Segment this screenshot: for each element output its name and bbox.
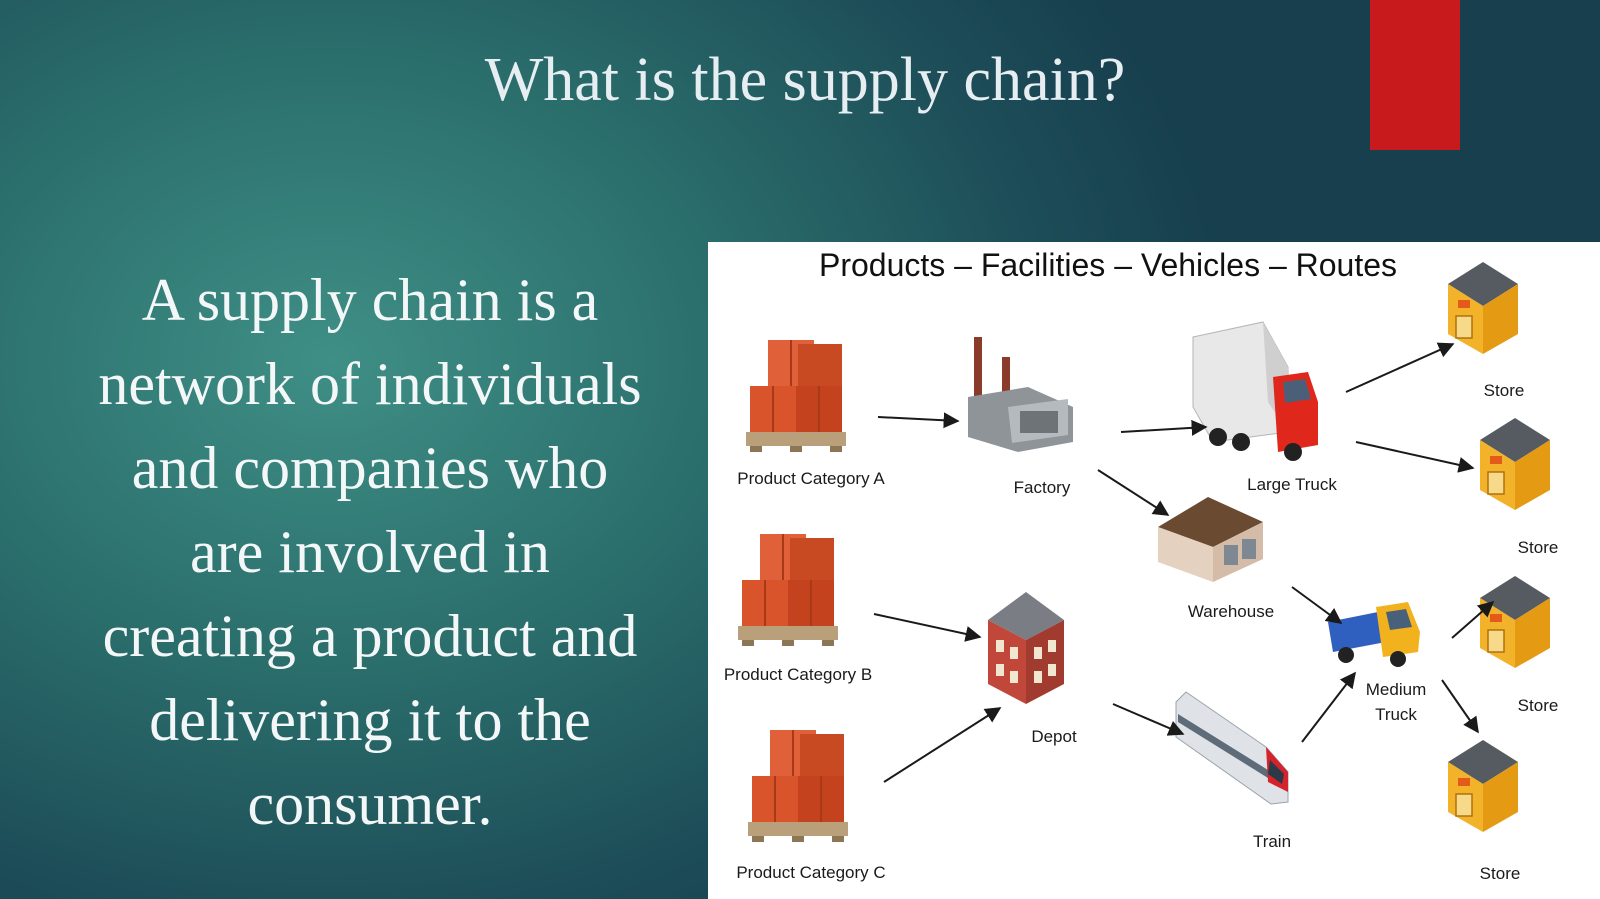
route-arrow [1097,469,1170,516]
node-label-train: Train [1253,832,1291,851]
store-icon [1479,417,1551,511]
slide-title: What is the supply chain? [484,46,1126,114]
route-arrow [873,613,982,642]
train-icon [1175,691,1289,805]
boxes-icon [745,339,847,453]
warehouse-icon [1158,497,1263,582]
route-arrow [883,707,1002,783]
body-line: creating a product and [102,603,638,669]
slide-body: A supply chain is a network of individua… [40,258,700,846]
route-arrow [1355,441,1475,473]
body-line: are involved in [190,519,550,585]
node-label-store: Store [1480,864,1521,883]
node-label-store: Store [1518,538,1559,557]
route-arrows [873,342,1495,783]
node-label-product-c: Product Category C [736,863,885,882]
store-icon [1447,739,1519,833]
node-label-medium-truck: Truck [1375,705,1417,724]
store-icon [1447,261,1519,355]
node-label-medium-truck: Medium [1366,680,1426,699]
node-label-depot: Depot [1031,727,1077,746]
boxes-icon [747,729,849,843]
route-arrow [1345,342,1455,393]
route-arrow [1291,586,1343,624]
node-label-product-b: Product Category B [724,665,872,684]
medium-truck-icon [1328,602,1420,667]
node-label-store: Store [1518,696,1559,715]
node-label-store: Store [1484,381,1525,400]
supply-chain-diagram: Products – Facilities – Vehicles – Route… [708,242,1600,899]
boxes-icon [737,533,839,647]
route-arrow [1451,600,1495,639]
route-arrow [1120,419,1208,436]
diagram-title: Products – Facilities – Vehicles – Route… [819,247,1397,283]
node-label-warehouse: Warehouse [1188,602,1274,621]
factory-icon [968,337,1073,452]
route-arrow [1112,703,1185,736]
body-line: network of individuals [98,351,642,417]
large-truck-icon [1192,321,1318,461]
body-line: delivering it to the [149,687,591,753]
store-icon [1479,575,1551,669]
body-line: consumer. [247,771,493,837]
node-label-factory: Factory [1014,478,1071,497]
body-line: and companies who [131,435,609,501]
route-arrow [1301,671,1356,743]
depot-icon [988,592,1064,704]
node-label-product-a: Product Category A [737,469,885,488]
route-arrow [877,412,960,429]
route-arrow [1441,679,1479,734]
body-line: A supply chain is a [141,267,599,333]
node-label-large-truck: Large Truck [1247,475,1337,494]
accent-block [1370,0,1460,150]
